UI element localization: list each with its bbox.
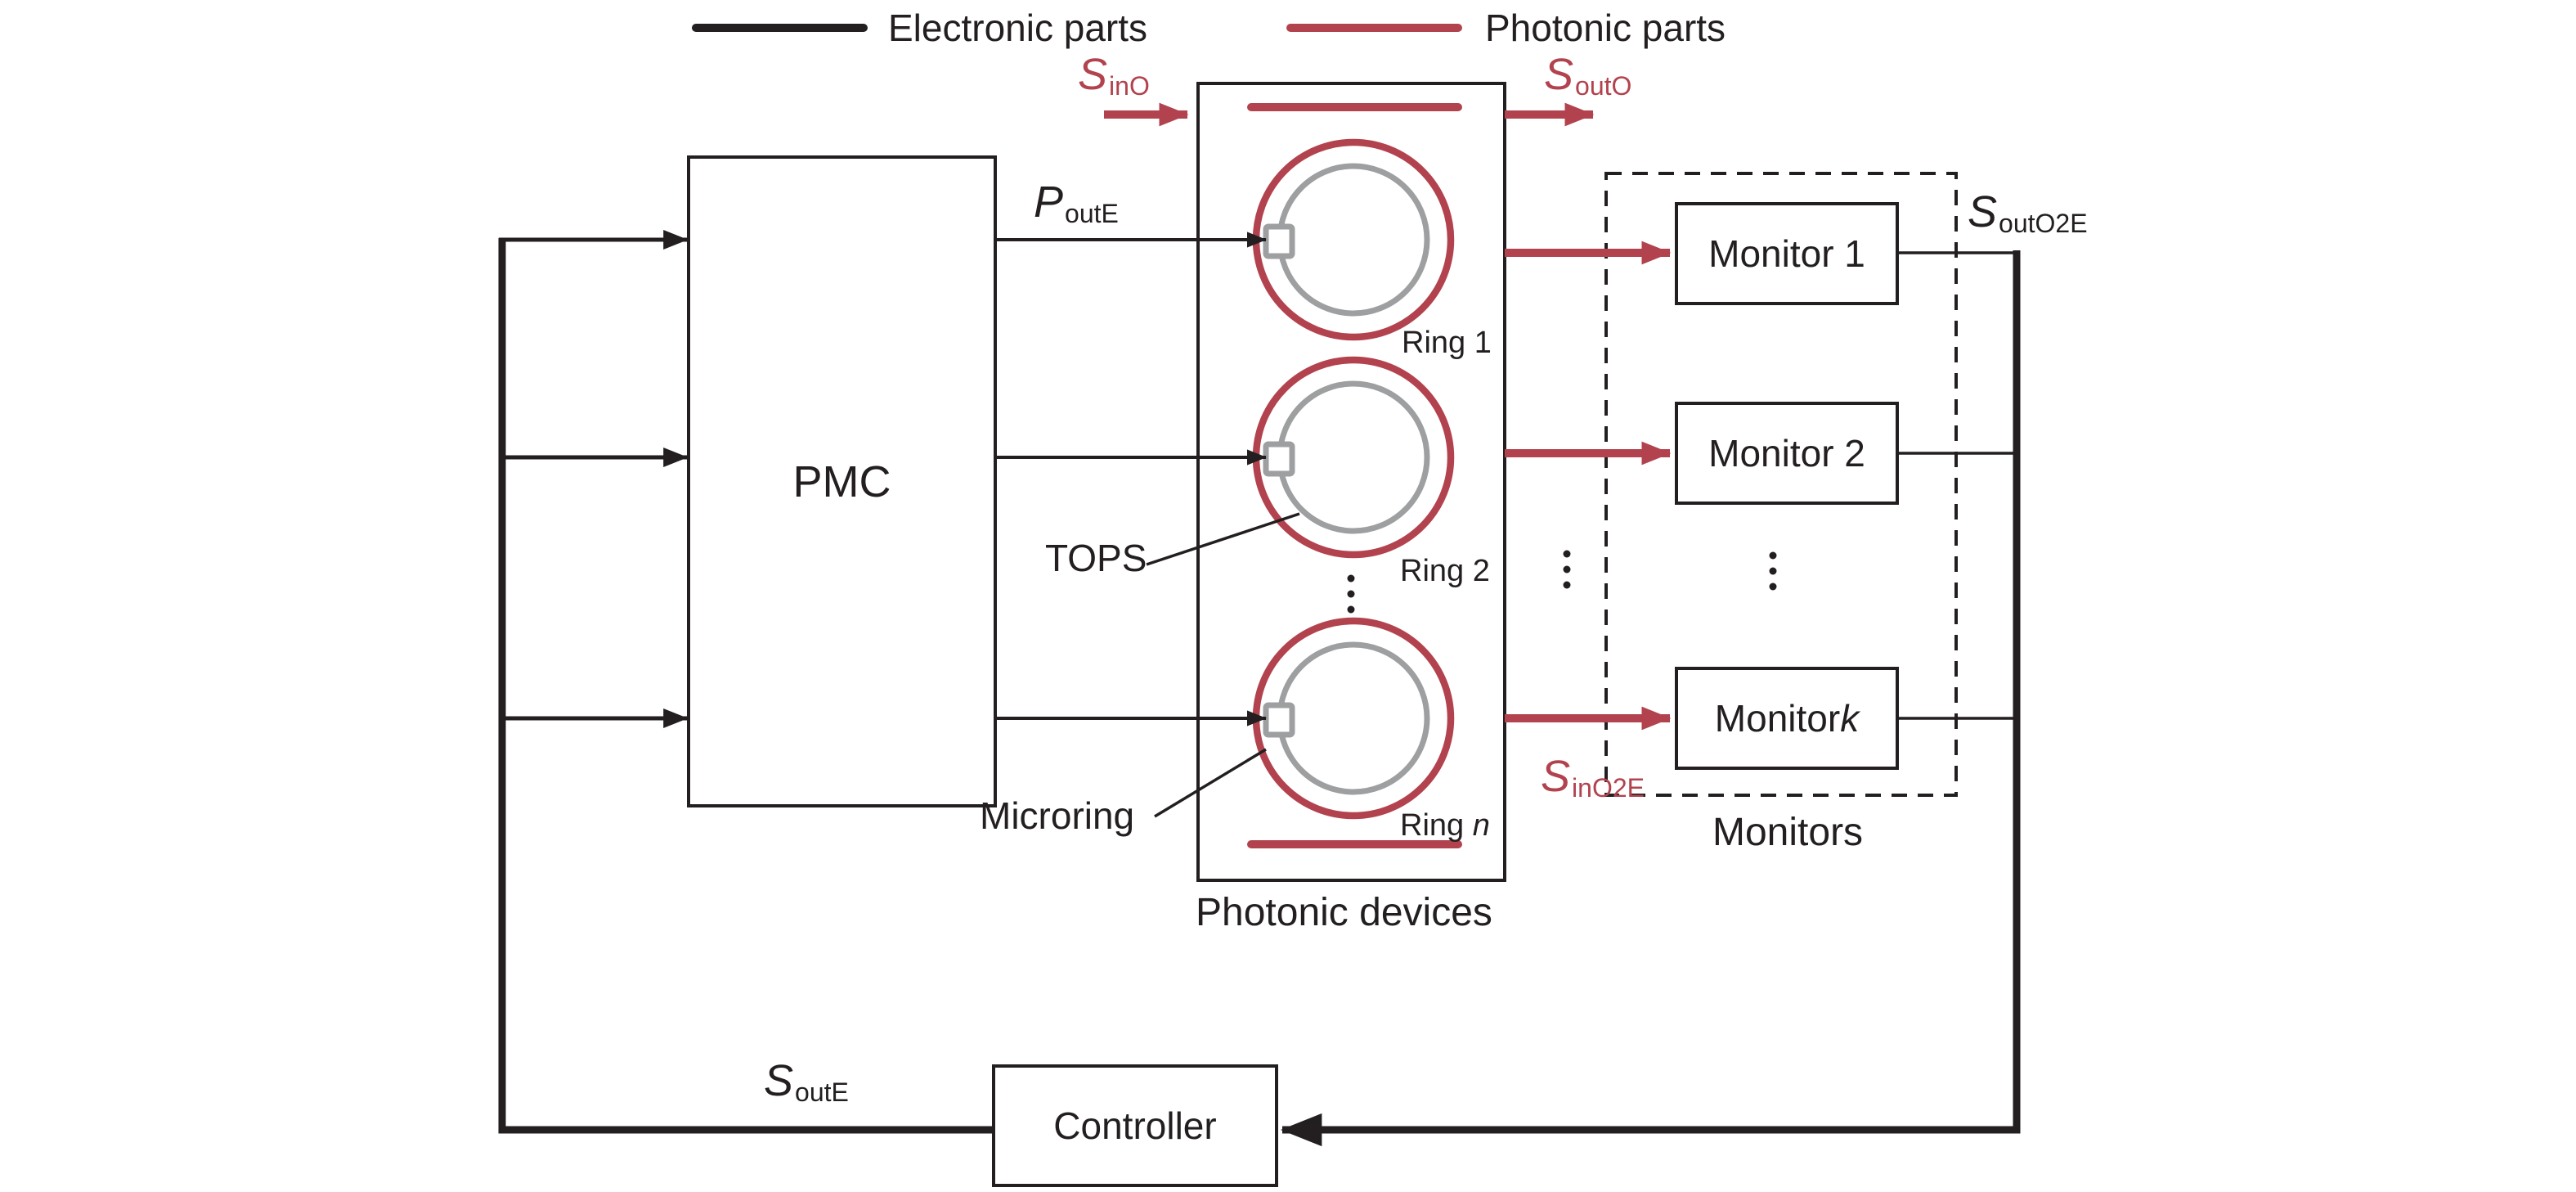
ring1-label: Ring 1	[1402, 326, 1492, 360]
tops-label: TOPS	[1045, 537, 1147, 579]
photonic-devices-caption: Photonic devices	[1196, 891, 1492, 934]
controller-label: Controller	[1053, 1104, 1217, 1147]
feedback-bus-right	[1280, 250, 2021, 1147]
signal-poute-label: PoutE	[1034, 178, 1119, 229]
signal-sino-label: SinO	[1078, 50, 1150, 101]
monitor1-label: Monitor 1	[1708, 232, 1865, 275]
microring-pointer-line	[1154, 748, 1267, 818]
signal-souto-label: SoutO	[1544, 50, 1632, 101]
legend-electronic-label: Electronic parts	[888, 7, 1148, 49]
monitork-label: Monitor k	[1714, 697, 1860, 740]
controller-box	[992, 1064, 1278, 1187]
tops-heater-1	[1263, 223, 1295, 259]
monitors-ellipsis-dots	[1769, 551, 1777, 591]
ringn-label: Ring n	[1400, 808, 1490, 843]
monitors-dashed-box	[1604, 172, 1958, 797]
ring2-label: Ring 2	[1400, 554, 1490, 588]
tops-pointer-line	[1146, 512, 1300, 566]
signal-soute-label: SoutE	[764, 1056, 849, 1108]
monitors-caption: Monitors	[1712, 811, 1864, 854]
monitor2-label: Monitor 2	[1708, 432, 1865, 475]
pmc-box	[687, 155, 997, 807]
legend-photonic-label: Photonic parts	[1485, 7, 1726, 49]
tops-heater-2	[1263, 441, 1295, 477]
signal-sino2e-label: SinO2E	[1541, 752, 1645, 803]
signals-ellipsis-dots	[1563, 550, 1571, 589]
photonic-devices-box	[1196, 82, 1506, 882]
signal-souto2e-label: SoutO2E	[1968, 187, 2088, 239]
tops-heater-n	[1263, 702, 1295, 738]
monitor2-box	[1675, 402, 1899, 505]
pmc-label: PMC	[792, 457, 891, 506]
rings-ellipsis-dots	[1347, 574, 1355, 614]
microring-label: Microring	[980, 794, 1135, 837]
monitor1-box	[1675, 202, 1899, 305]
feedback-loop-left	[498, 238, 994, 1134]
